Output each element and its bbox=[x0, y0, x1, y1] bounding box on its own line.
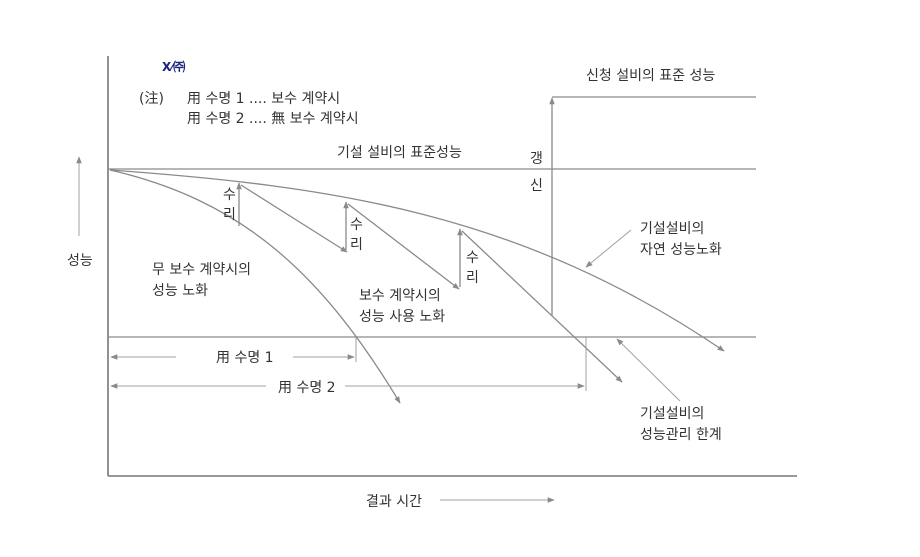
life2-label: 用 수명 2 bbox=[278, 380, 336, 396]
contract-decline-arrow-1 bbox=[240, 184, 348, 253]
contract-decline-arrow-2 bbox=[347, 203, 460, 290]
limit-callout-arrow bbox=[616, 338, 681, 402]
existing-standard-label: 기설 설비의 표준성능 bbox=[337, 145, 462, 161]
contract-decline-arrow-3 bbox=[461, 230, 623, 383]
limit-label-1: 기설설비의 bbox=[640, 406, 704, 422]
limit-label-2: 성능관리 한계 bbox=[640, 427, 722, 443]
no-contract-label-2: 성능 노화 bbox=[152, 283, 208, 299]
contract-label-2: 성능 사용 노화 bbox=[359, 309, 445, 325]
contract-label-1: 보수 계약시의 bbox=[359, 288, 441, 304]
repair-label-1-bottom: 리 bbox=[223, 207, 236, 223]
natural-label-2: 자연 성능노화 bbox=[640, 242, 722, 258]
no-contract-label-1: 무 보수 계약시의 bbox=[152, 262, 251, 278]
y-axis-label: 성능 bbox=[67, 253, 93, 269]
life1-label: 用 수명 1 bbox=[216, 350, 274, 366]
note-line-2: 用 수명 2 .... 無 보수 계약시 bbox=[187, 111, 359, 127]
natural-callout-arrow bbox=[585, 229, 632, 268]
new-standard-label: 신청 설비의 표준 성능 bbox=[586, 68, 715, 84]
repair-label-3-bottom: 리 bbox=[466, 270, 479, 286]
natural-label-1: 기설설비의 bbox=[640, 221, 704, 237]
repair-label-1-top: 수 bbox=[223, 187, 236, 203]
logo-text: Ⅹ⁄㈜ bbox=[162, 59, 185, 74]
logo-icon: Ⅹ⁄㈜ bbox=[162, 58, 188, 74]
note-line-1: 用 수명 1 .... 보수 계약시 bbox=[187, 91, 340, 107]
no-contract-degradation-curve bbox=[109, 169, 401, 404]
repair-label-2-bottom: 리 bbox=[350, 237, 363, 253]
repair-label-2-top: 수 bbox=[350, 217, 363, 233]
note-marker: (注) bbox=[139, 91, 164, 107]
natural-degradation-curve bbox=[109, 169, 725, 352]
renewal-label-1: 갱 bbox=[530, 151, 543, 167]
renewal-label-2: 신 bbox=[530, 178, 543, 194]
repair-label-3-top: 수 bbox=[466, 250, 479, 266]
x-axis-label: 결과 시간 bbox=[366, 494, 422, 510]
